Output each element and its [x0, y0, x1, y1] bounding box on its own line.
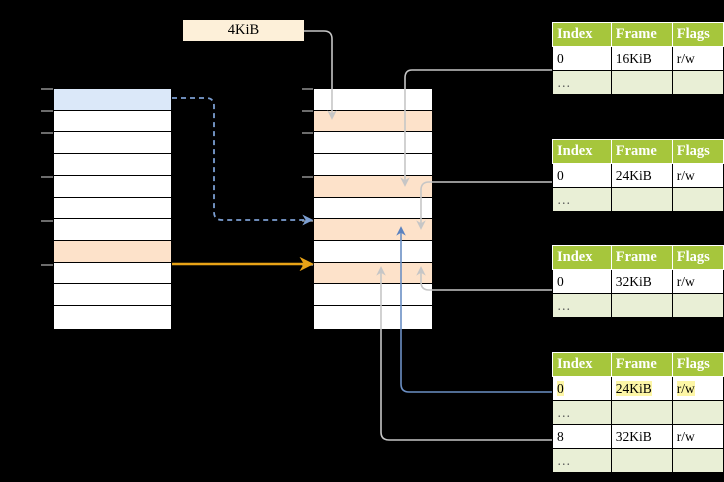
memory-row: [54, 132, 171, 155]
column-header: Index: [552, 22, 612, 47]
pt3-to-frame-connector: [416, 266, 552, 291]
index-cell: …: [552, 293, 612, 318]
memory-row: [314, 154, 432, 176]
page-size-label: 4KiB: [183, 20, 304, 41]
frame-cell: 24KiB: [610, 163, 673, 188]
column-header: Index: [552, 352, 612, 377]
flags-cell: [671, 70, 724, 95]
memory-row: [314, 110, 432, 133]
memory-row: [54, 89, 171, 111]
memory-row: [314, 306, 432, 328]
memory-row: [54, 306, 171, 328]
index-cell: …: [552, 400, 612, 425]
memory-row: [54, 262, 171, 285]
pt2-to-frame-connector: [416, 181, 552, 230]
flags-cell: [671, 400, 724, 425]
memory-row: [54, 175, 171, 198]
flags-cell: r/w: [671, 376, 724, 401]
memory-row: [314, 284, 432, 307]
memory-row: [314, 241, 432, 263]
flags-cell: r/w: [671, 46, 724, 71]
memory-row: [314, 175, 432, 198]
flags-cell: [671, 448, 724, 473]
memory-row: [314, 219, 432, 242]
frame-cell: 24KiB: [610, 376, 673, 401]
frame-cell: [610, 187, 673, 212]
memory-row: [54, 197, 171, 220]
flags-cell: [671, 187, 724, 212]
index-cell: 8: [552, 424, 612, 449]
memory-row: [54, 219, 171, 242]
column-header: Index: [552, 139, 612, 164]
flags-cell: r/w: [671, 163, 724, 188]
virtual-page-dashed-connector: [172, 97, 314, 226]
column-header: Flags: [671, 352, 724, 377]
frame-cell: 32KiB: [610, 269, 673, 294]
index-cell: …: [552, 70, 612, 95]
flags-cell: r/w: [671, 269, 724, 294]
page-table-ellipsis-row: …: [552, 448, 724, 473]
index-cell: …: [552, 448, 612, 473]
frame-cell: 16KiB: [610, 46, 673, 71]
index-cell: 0: [552, 46, 612, 71]
index-cell: 0: [552, 163, 612, 188]
memory-row: [314, 197, 432, 220]
memory-row: [314, 89, 432, 111]
frame-cell: [610, 400, 673, 425]
memory-row: [54, 110, 171, 133]
memory-row: [54, 154, 171, 176]
memory-row: [314, 262, 432, 285]
flags-cell: [671, 293, 724, 318]
row-tick-marks-physical: [302, 88, 313, 266]
page-table-ellipsis-row: …: [552, 400, 724, 425]
physical-memory-column: [313, 88, 433, 330]
virtual-address-space-column: [53, 88, 172, 330]
index-cell: 0: [552, 269, 612, 294]
frame-cell: [610, 70, 673, 95]
page-table-ellipsis-row: …: [552, 187, 724, 212]
frame-cell: [610, 293, 673, 318]
index-cell: …: [552, 187, 612, 212]
row-tick-marks: [41, 88, 53, 266]
column-header: Index: [552, 245, 612, 270]
column-header: Frame: [610, 139, 673, 164]
frame-cell: 32KiB: [610, 424, 673, 449]
page-table-ellipsis-row: …: [552, 293, 724, 318]
memory-row: [54, 284, 171, 307]
memory-row: [54, 241, 171, 263]
frame-cell: [610, 448, 673, 473]
column-header: Flags: [671, 22, 724, 47]
column-header: Flags: [671, 139, 724, 164]
page-table-ellipsis-row: …: [552, 70, 724, 95]
index-cell: 0: [552, 376, 612, 401]
column-header: Frame: [610, 22, 673, 47]
column-header: Frame: [610, 245, 673, 270]
column-header: Frame: [610, 352, 673, 377]
memory-row: [314, 132, 432, 155]
flags-cell: r/w: [671, 424, 724, 449]
column-header: Flags: [671, 245, 724, 270]
